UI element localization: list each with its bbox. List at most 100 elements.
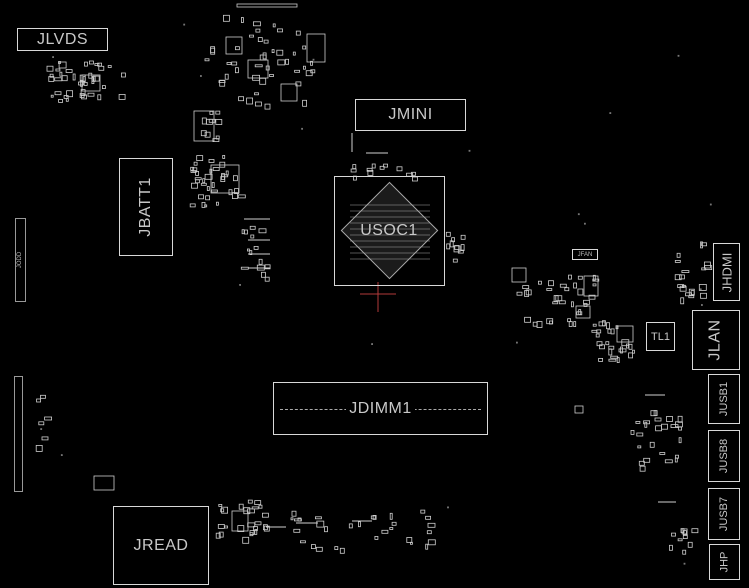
smd-cluster-usb-side	[670, 424, 679, 429]
smd-cluster-right-mid	[583, 303, 588, 307]
smd-cluster-batt	[234, 188, 239, 195]
via-dot	[609, 112, 612, 114]
via-dot	[677, 54, 680, 57]
ic-top-chip	[225, 36, 243, 55]
smd-cluster-lan-side	[598, 321, 606, 327]
smd-cluster-hp	[691, 528, 699, 534]
smd-cluster-top	[302, 45, 307, 50]
smd-cluster-lan-side	[605, 341, 610, 346]
connector-jhp[interactable]: JHP	[709, 544, 740, 580]
connector-jmini-label: JMINI	[388, 106, 433, 123]
connector-jhdmi[interactable]: JHDMI	[713, 243, 740, 301]
via-dot	[709, 203, 712, 206]
smd-cluster-mid-left	[249, 225, 256, 230]
smd-cluster-right-mid	[553, 295, 559, 302]
smd-cluster-right-mid	[516, 291, 523, 296]
smd-cluster-batt	[221, 174, 229, 178]
smd-cluster-batt	[191, 182, 198, 189]
smd-cluster-soc-top	[366, 167, 373, 172]
smd-cluster-hp	[671, 532, 676, 537]
smd-cluster-soc-right	[446, 243, 451, 250]
smd-cluster-right-mid	[549, 320, 553, 325]
connector-jread[interactable]: JREAD	[113, 506, 209, 585]
connector-jusb7[interactable]: JUSB7	[708, 488, 740, 540]
slot-jdimm1[interactable]: JDIMM1	[273, 382, 488, 435]
smd-cluster-hdmi-side	[681, 270, 690, 274]
smd-cluster-hp	[682, 549, 687, 555]
smd-cluster-lvds	[58, 61, 61, 64]
smd-cluster-batt-top	[201, 117, 207, 125]
smd-cluster-mid-left	[260, 271, 266, 278]
smd-cluster-lan-side	[620, 346, 623, 354]
smd-cluster-soc-right	[460, 234, 466, 240]
transformer-tl1[interactable]: TL1	[646, 322, 675, 351]
smd-cluster-hdmi-side	[679, 285, 687, 292]
smd-cluster-top	[254, 64, 263, 68]
smd-cluster-bottom-left	[254, 529, 258, 535]
connector-jfan[interactable]: JFAN	[572, 249, 598, 260]
smd-cluster-right-mid	[555, 295, 563, 302]
smd-cluster-usb-side	[659, 452, 666, 455]
connector-jmini[interactable]: JMINI	[355, 99, 466, 131]
connector-jhdmi-label: JHDMI	[719, 252, 734, 292]
smd-cluster-usb-side	[655, 425, 662, 432]
connector-jusb1[interactable]: JUSB1	[708, 374, 740, 424]
smd-cluster-right-mid	[568, 321, 573, 327]
smd-cluster-lan-side	[608, 345, 615, 350]
smd-cluster-lvds	[65, 69, 73, 73]
smd-cluster-top	[234, 46, 240, 51]
smd-cluster-hp	[682, 534, 688, 539]
smd-cluster-lvds	[92, 75, 100, 82]
smd-cluster-batt	[189, 203, 196, 208]
smd-cluster-bottom	[389, 527, 394, 530]
smd-cluster-lvds	[80, 79, 83, 87]
ic-lvds-chip	[81, 74, 101, 92]
smd-cluster-lvds	[50, 94, 54, 98]
smd-cluster-lan-side	[610, 355, 619, 359]
smd-cluster-bottom-left	[247, 508, 255, 514]
chip-usoc1-outline[interactable]	[334, 176, 445, 286]
smd-cluster-lan-side	[591, 329, 598, 333]
connector-left-edge-strip[interactable]	[14, 376, 23, 492]
smd-cluster-lvds	[81, 94, 87, 100]
smd-cluster-bottom-left	[215, 532, 221, 539]
smd-cluster-lvds	[118, 94, 126, 100]
connector-jhp-label: JHP	[718, 551, 731, 573]
smd-cluster-left-edge	[41, 436, 49, 441]
smd-cluster-top	[269, 74, 274, 77]
smd-cluster-left-edge	[44, 416, 52, 421]
smd-cluster-lvds	[89, 60, 94, 65]
smd-cluster-batt-top	[206, 118, 213, 125]
smd-cluster-left-edge	[40, 394, 46, 399]
smd-cluster-lan-side	[595, 333, 600, 338]
smd-cluster-top	[295, 30, 301, 36]
connector-jlvds[interactable]: JLVDS	[17, 28, 108, 51]
smd-cluster-soc-top	[352, 164, 357, 170]
smd-cluster-hdmi-side	[680, 297, 685, 305]
smd-cluster-bottom	[374, 536, 379, 540]
smd-cluster-batt	[205, 195, 211, 201]
via-dot	[683, 562, 686, 565]
smd-cluster-batt	[206, 186, 210, 191]
ic-batt-chip	[193, 110, 215, 142]
smd-cluster-lan-side	[618, 348, 627, 353]
smd-cluster-soc-top	[411, 171, 416, 176]
connector-jusb1-label: JUSB1	[718, 381, 730, 417]
smd-cluster-top	[226, 62, 232, 65]
connector-jodd[interactable]: JODD	[15, 218, 26, 302]
smd-cluster-bottom-left	[263, 525, 270, 532]
smd-cluster-top	[255, 28, 261, 33]
smd-cluster-soc-top	[367, 169, 374, 176]
smd-cluster-lan-side	[632, 349, 635, 354]
connector-jlan[interactable]: JLAN	[692, 310, 740, 370]
connector-jodd-label: JODD	[17, 251, 24, 269]
smd-cluster-bottom	[314, 516, 322, 520]
smd-cluster-usb-side	[630, 429, 635, 435]
connector-jbatt1[interactable]: JBATT1	[119, 158, 173, 256]
smd-cluster-bottom-left	[251, 506, 259, 510]
smd-cluster-right-mid	[558, 300, 566, 305]
connector-jusb8[interactable]: JUSB8	[708, 430, 740, 482]
smd-cluster-bottom	[370, 515, 376, 520]
smd-cluster-top	[249, 34, 254, 38]
